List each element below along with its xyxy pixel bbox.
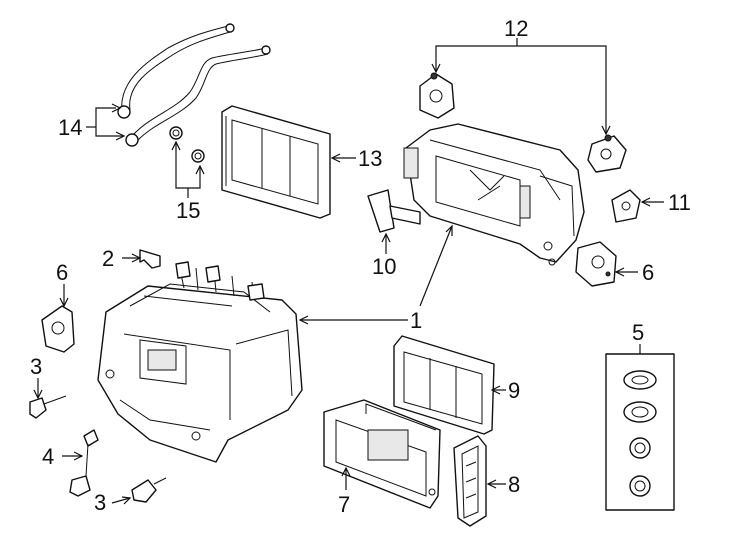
grommet-kit [605, 353, 675, 511]
actuator-6-right [575, 241, 617, 287]
callout-8: 8 [508, 472, 520, 497]
callout-3-lower: 3 [94, 490, 106, 515]
actuator-6-left [41, 305, 75, 353]
filter-door [453, 435, 487, 527]
callout-5: 5 [632, 320, 644, 345]
callout-4: 4 [42, 444, 54, 469]
cabin-filter [393, 335, 495, 435]
sensor-harness-4 [69, 429, 99, 497]
heater-hoses [117, 23, 271, 147]
callout-15: 15 [176, 198, 200, 223]
filter-cover [323, 399, 441, 509]
callout-12: 12 [504, 16, 528, 41]
leader-lines [33, 38, 664, 505]
sensor-3-lower [131, 477, 167, 503]
callout-7: 7 [338, 492, 350, 517]
callout-2: 2 [102, 246, 114, 271]
sensor-3-upper [29, 395, 67, 419]
callout-1: 1 [410, 308, 422, 333]
callout-6-left: 6 [56, 260, 68, 285]
hose-clamps [169, 126, 205, 163]
actuator-top-left [419, 72, 455, 119]
callout-9: 9 [508, 378, 520, 403]
callout-13: 13 [358, 146, 382, 171]
actuator-top-right [587, 134, 627, 173]
evaporator-core [221, 105, 331, 219]
upper-hvac-case [403, 123, 585, 266]
actuator-11 [611, 189, 641, 223]
bracket-2 [139, 249, 161, 269]
callout-10: 10 [372, 254, 396, 279]
callout-labels: 12 14 13 15 11 10 6 2 6 1 5 3 9 4 8 3 7 [30, 16, 691, 517]
callout-3-upper: 3 [30, 354, 42, 379]
duct-sensor [367, 189, 421, 233]
hvac-housing [97, 261, 303, 463]
callout-11: 11 [668, 190, 691, 215]
callout-6-right: 6 [642, 260, 654, 285]
callout-14: 14 [58, 115, 82, 140]
